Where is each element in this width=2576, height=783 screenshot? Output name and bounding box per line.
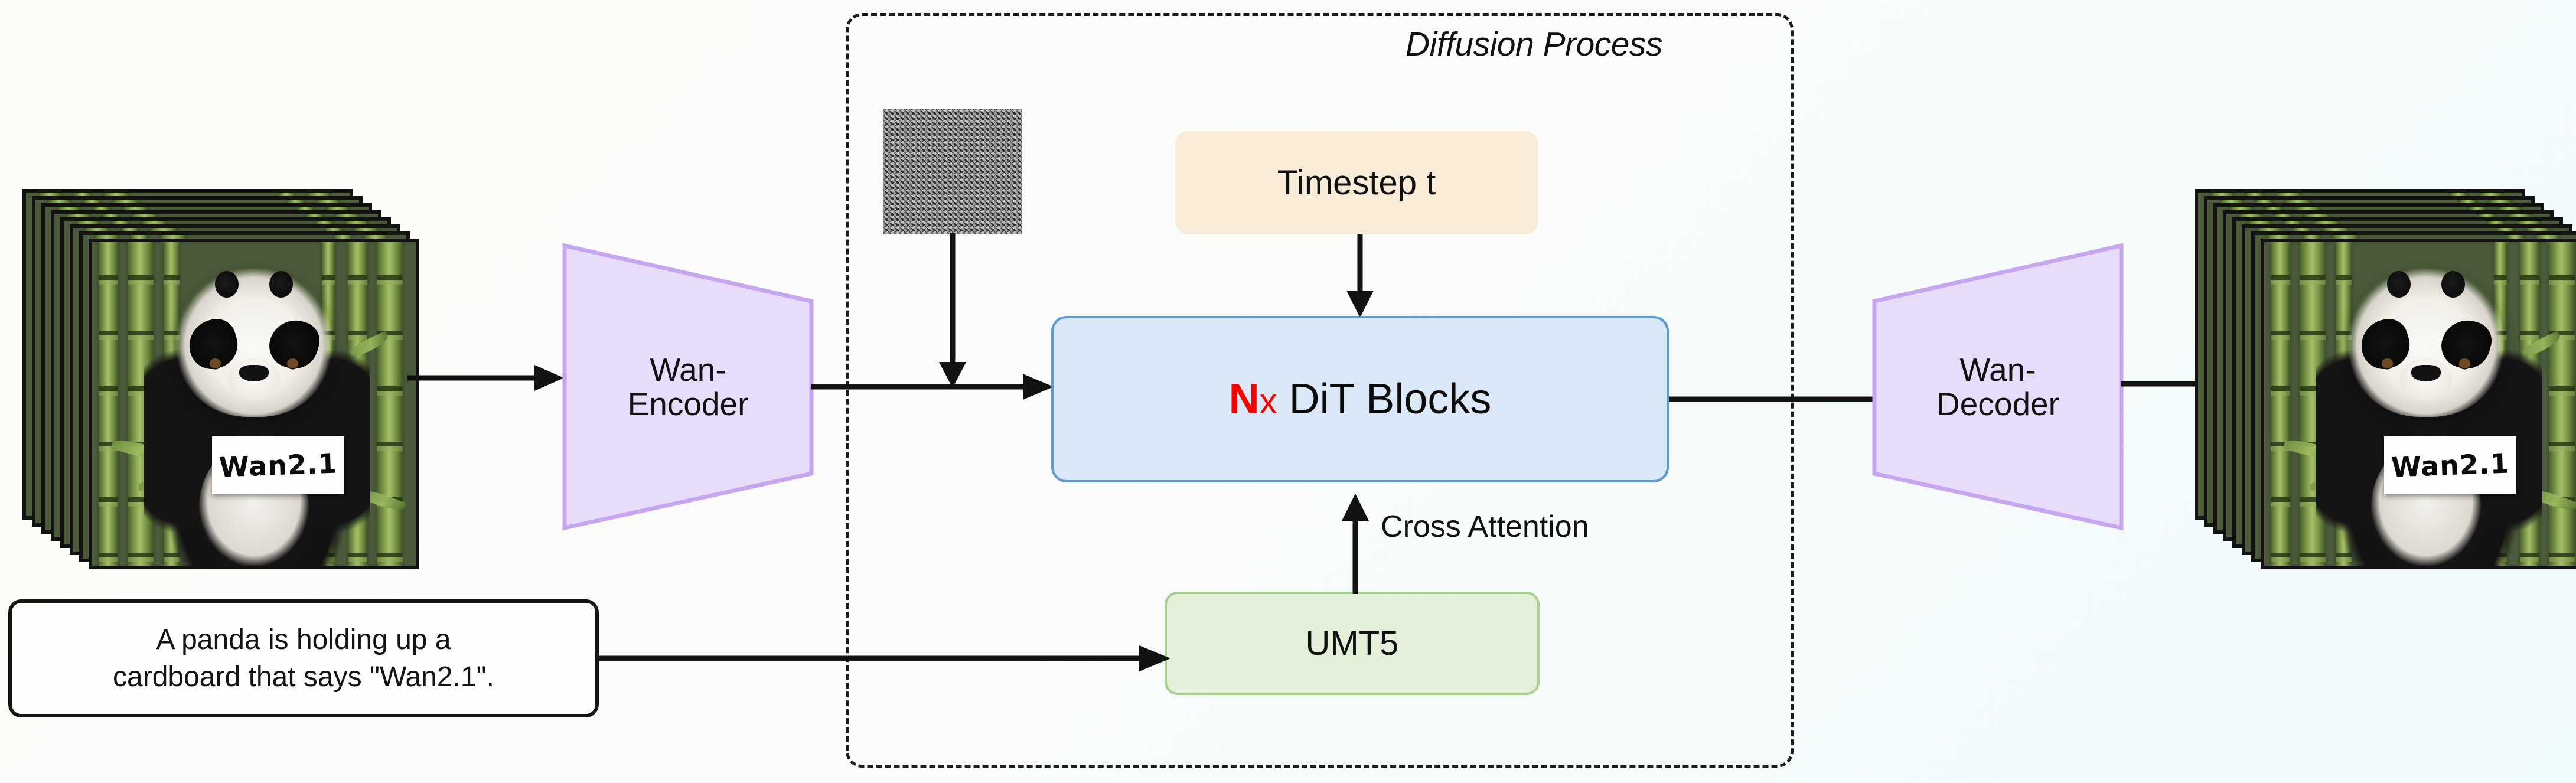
cardboard-sign-text: Wan2.1 [2391,447,2510,484]
cardboard-sign: Wan2.1 [211,436,345,495]
timestep-label: Timestep t [1277,164,1436,202]
video-frame-front: Wan2.1 [2261,239,2576,569]
dit-repeat-count: N [1228,376,1260,423]
cardboard-sign-text: Wan2.1 [219,447,338,484]
text-prompt-line2: cardboard that says "Wan2.1". [113,661,494,693]
dit-blocks-node[interactable]: Nx DiT Blocks [1051,316,1669,482]
cardboard-sign: Wan2.1 [2383,436,2517,495]
dit-blocks-label: DiT Blocks [1289,376,1492,423]
text-prompt-line1: A panda is holding up a [156,624,451,655]
arrow-input-to-encoder [407,365,564,391]
arrow-encoder-to-dit [811,374,1054,400]
dit-times-symbol: x [1259,381,1277,421]
arrow-umt5-to-dit [1342,494,1369,594]
output-video-frame-stack: Wan2.1 [2185,189,2576,579]
noise-latent-patch [883,109,1022,234]
arrow-timestep-to-dit [1346,234,1374,318]
cross-attention-label: Cross Attention [1381,510,1589,544]
diffusion-process-label: Diffusion Process [1406,25,1663,63]
arrow-noise-to-latent-path [939,233,966,388]
timestep-node[interactable]: Timestep t [1175,131,1538,234]
umt5-text-encoder-node[interactable]: UMT5 [1165,592,1540,695]
wan-encoder-node[interactable]: Wan- Encoder [561,242,815,531]
wan-decoder-node[interactable]: Wan- Decoder [1871,242,2125,531]
arrow-prompt-to-umt5 [599,645,1170,671]
text-prompt-box[interactable]: A panda is holding up a cardboard that s… [8,599,599,717]
video-frame-front: Wan2.1 [89,239,419,569]
input-video-frame-stack: Wan2.1 [13,189,419,579]
diffusion-process-group [846,13,1794,768]
umt5-label: UMT5 [1305,624,1399,663]
